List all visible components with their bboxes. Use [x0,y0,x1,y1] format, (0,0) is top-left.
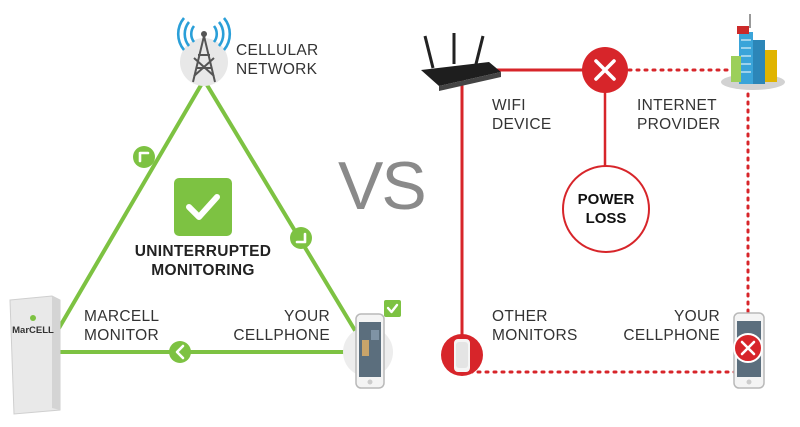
error-x-icon [582,47,628,93]
phone-icon [343,313,393,389]
cell-tower-icon [176,17,232,86]
arrow-icon [290,227,312,249]
monitor-device: MarCELL [9,295,61,415]
device-brand-text: MarCELL [12,325,54,336]
check-icon [174,178,232,236]
edge-tower-phone [202,78,370,354]
check-icon [384,300,401,317]
wifi-network [460,68,750,374]
monitor-sensor-icon [441,334,483,376]
arrow-icon [133,146,155,168]
arrow-icon [169,341,191,363]
error-x-icon [733,333,763,363]
vs-text: VS [338,148,427,224]
building-icon [721,14,785,90]
edge-tower-monitor [43,78,206,354]
router-icon [421,33,501,91]
cellular-triangle [43,78,370,354]
